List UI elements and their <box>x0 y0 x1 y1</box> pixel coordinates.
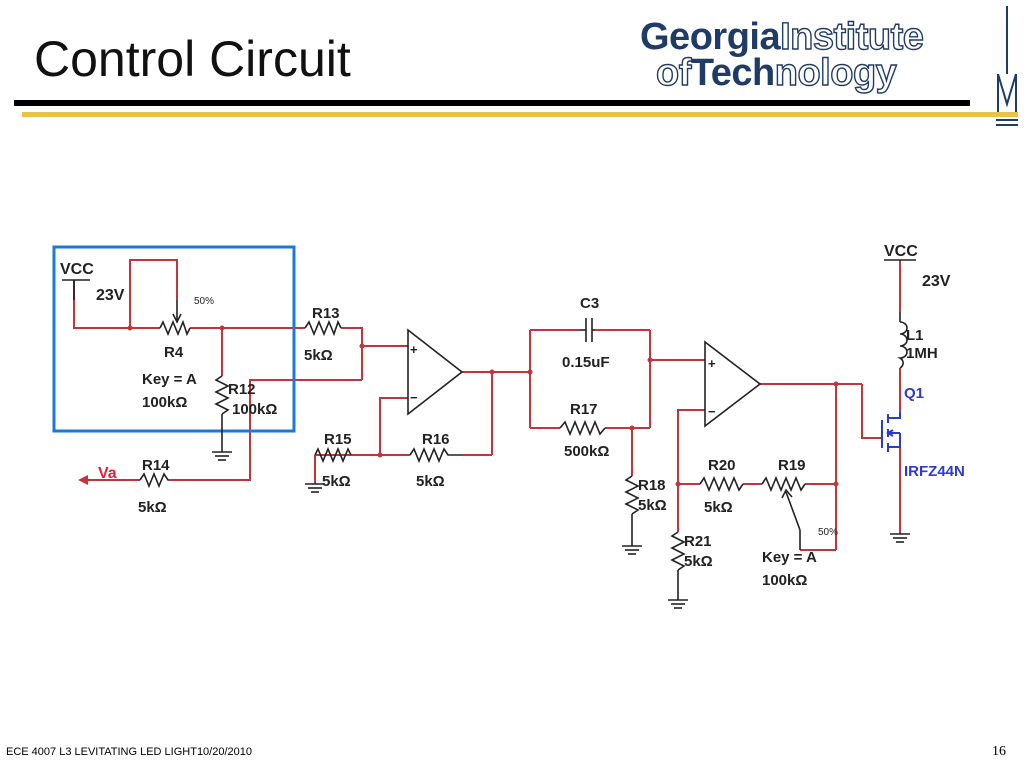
label-r13-value: 5kΩ <box>304 347 333 364</box>
title-rule-black <box>14 100 970 106</box>
label-l1: L1 <box>906 327 924 344</box>
label-q1-part: IRFZ44N <box>904 463 965 480</box>
label-r20-value: 5kΩ <box>704 499 733 516</box>
label-vcc-left: VCC <box>60 261 94 278</box>
title-rule-gold <box>22 112 1018 117</box>
label-r4-value: 100kΩ <box>142 394 187 411</box>
label-r19-percent: 50% <box>818 527 838 538</box>
label-c3-value: 0.15uF <box>562 354 610 371</box>
tech-tower-icon <box>996 6 1018 126</box>
logo-line-2: ofTechnology <box>655 52 897 94</box>
components <box>62 259 916 609</box>
opamp2-minus-label: − <box>708 404 716 419</box>
label-q1: Q1 <box>904 385 924 402</box>
slide-title: Control Circuit <box>34 31 351 87</box>
label-23v-right: 23V <box>922 273 951 290</box>
opamp1-minus-label: − <box>410 390 418 405</box>
logo-institute: Institute <box>779 16 924 58</box>
input-arrow-icon <box>78 475 88 485</box>
label-r21: R21 <box>684 533 712 550</box>
label-r16: R16 <box>422 431 450 448</box>
junction-dots <box>127 325 839 487</box>
page-number: 16 <box>992 744 1006 759</box>
label-l1-value: 1MH <box>906 345 938 362</box>
label-23v-left: 23V <box>96 287 125 304</box>
label-r14-value: 5kΩ <box>138 499 167 516</box>
schematic-labels: VCC 23V 50% R4 Key = A 100kΩ R12 100kΩ R… <box>60 243 965 589</box>
highlight-box <box>52 245 296 433</box>
logo-tech: Tech <box>690 52 775 94</box>
label-r4: R4 <box>164 344 184 361</box>
logo-line-1: GeorgiaInstitute <box>640 16 925 58</box>
logo-georgia: Georgia <box>640 16 781 58</box>
opamp2-plus-label: + <box>708 356 716 371</box>
logo-nology: nology <box>774 52 897 94</box>
label-r19: R19 <box>778 457 806 474</box>
label-r15: R15 <box>324 431 352 448</box>
opamp1-plus-label: + <box>410 342 418 357</box>
label-r19-value: 100kΩ <box>762 572 807 589</box>
label-r15-value: 5kΩ <box>322 473 351 490</box>
label-r17: R17 <box>570 401 598 418</box>
logo-of: of <box>655 52 692 94</box>
label-c3: C3 <box>580 295 599 312</box>
circuit-wires <box>73 259 901 551</box>
label-r17-value: 500kΩ <box>564 443 609 460</box>
label-r21-value: 5kΩ <box>684 553 713 570</box>
label-r18-value: 5kΩ <box>638 497 667 514</box>
label-r4-percent: 50% <box>194 296 214 307</box>
label-input-va: Va <box>98 465 117 482</box>
label-r18: R18 <box>638 477 666 494</box>
label-r20: R20 <box>708 457 736 474</box>
footer-text: ECE 4007 L3 LEVITATING LED LIGHT10/20/20… <box>6 746 252 758</box>
label-r12-value: 100kΩ <box>232 401 277 418</box>
label-r14: R14 <box>142 457 170 474</box>
mosfet-q1 <box>881 412 901 452</box>
label-vcc-right: VCC <box>884 243 918 260</box>
label-r16-value: 5kΩ <box>416 473 445 490</box>
label-r13: R13 <box>312 305 340 322</box>
georgia-tech-logo: GeorgiaInstitute ofTechnology <box>632 8 992 96</box>
label-r12: R12 <box>228 381 256 398</box>
label-r4-key: Key = A <box>142 371 197 388</box>
label-r19-key: Key = A <box>762 549 817 566</box>
